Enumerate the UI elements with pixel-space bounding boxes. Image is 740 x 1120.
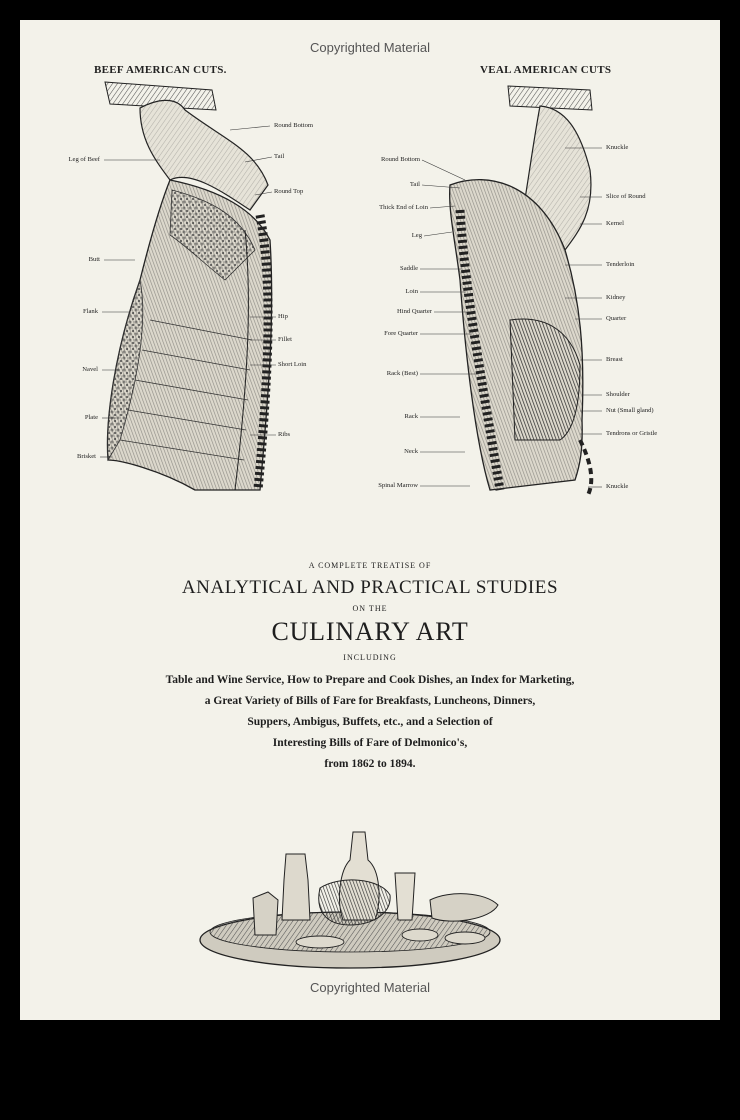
description-line: Table and Wine Service, How to Prepare a… bbox=[165, 674, 575, 686]
veal-label-fore-quarter: Fore Quarter bbox=[384, 330, 418, 337]
veal-label-rack: Rack bbox=[404, 413, 418, 420]
beef-label-navel: Navel bbox=[82, 366, 98, 373]
veal-label-slice-of-round: Slice of Round bbox=[606, 193, 646, 200]
beef-label-fillet: Fillet bbox=[278, 336, 292, 343]
title-description: Table and Wine Service, How to Prepare a… bbox=[20, 670, 720, 775]
veal-label-tendrons: Tendrons or Gristle bbox=[606, 430, 658, 437]
veal-label-breast: Breast bbox=[606, 356, 623, 363]
veal-label-shoulder: Shoulder bbox=[606, 391, 630, 398]
veal-label-knuckle-bottom: Knuckle bbox=[606, 483, 629, 490]
beef-label-round-bottom: Round Bottom bbox=[274, 122, 314, 129]
title-line-3: ON THE bbox=[352, 604, 388, 613]
beef-label-brisket: Brisket bbox=[76, 453, 96, 460]
title-line-5: INCLUDING bbox=[343, 653, 397, 662]
veal-label-nut: Nut (Small gland) bbox=[606, 407, 654, 414]
description-line: a Great Variety of Bills of Fare for Bre… bbox=[204, 695, 536, 707]
veal-label-kernel: Kernel bbox=[606, 220, 624, 227]
veal-label-tenderloin: Tenderloin bbox=[606, 261, 635, 268]
title-line-2: ANALYTICAL AND PRACTICAL STUDIES bbox=[181, 577, 559, 598]
veal-label-knuckle-top: Knuckle bbox=[606, 144, 629, 151]
veal-illustration bbox=[420, 85, 602, 496]
watermark-top: Copyrighted Material bbox=[310, 40, 430, 55]
veal-label-rack-best: Rack (Best) bbox=[386, 370, 418, 377]
veal-label-spinal-marrow: Spinal Marrow bbox=[378, 482, 418, 489]
veal-label-leg: Leg bbox=[411, 232, 422, 239]
veal-caption: VEAL AMERICAN CUTS bbox=[480, 64, 612, 76]
veal-label-tail: Tail bbox=[409, 181, 420, 188]
beef-label-leg-of-beef: Leg of Beef bbox=[68, 156, 101, 163]
veal-label-kidney: Kidney bbox=[606, 294, 626, 301]
beef-label-short-loin: Short Loin bbox=[278, 361, 307, 368]
description-line: Suppers, Ambigus, Buffets, etc., and a S… bbox=[247, 716, 493, 728]
title-line-4: CULINARY ART bbox=[271, 617, 469, 646]
veal-label-thick-end-of-loin: Thick End of Loin bbox=[379, 204, 428, 211]
beef-label-hip: Hip bbox=[278, 313, 288, 320]
beef-label-plate: Plate bbox=[84, 414, 98, 421]
table-setting-engraving bbox=[199, 831, 501, 969]
veal-label-round-bottom: Round Bottom bbox=[380, 156, 420, 163]
description-line: Interesting Bills of Fare of Delmonico's… bbox=[272, 737, 468, 749]
beef-label-round-top: Round Top bbox=[274, 188, 304, 195]
beef-illustration bbox=[100, 81, 276, 491]
watermark-bottom: Copyrighted Material bbox=[310, 980, 430, 995]
book-page: Copyrighted Material BEEF AMERICAN CUTS.… bbox=[20, 20, 720, 1020]
veal-label-hind-quarter: Hind Quarter bbox=[397, 308, 432, 315]
description-line: from 1862 to 1894. bbox=[324, 758, 416, 770]
veal-label-loin: Loin bbox=[405, 288, 418, 295]
beef-caption: BEEF AMERICAN CUTS. bbox=[94, 64, 227, 76]
beef-label-tail: Tail bbox=[274, 153, 285, 160]
illustrations bbox=[100, 81, 602, 969]
veal-label-quarter: Quarter bbox=[606, 315, 627, 322]
beef-label-flank: Flank bbox=[82, 308, 98, 315]
veal-label-neck: Neck bbox=[404, 448, 418, 455]
beef-label-butt: Butt bbox=[88, 256, 100, 263]
title-line-1: A COMPLETE TREATISE OF bbox=[308, 561, 432, 570]
beef-label-ribs: Ribs bbox=[278, 431, 291, 438]
veal-label-saddle: Saddle bbox=[400, 265, 418, 272]
